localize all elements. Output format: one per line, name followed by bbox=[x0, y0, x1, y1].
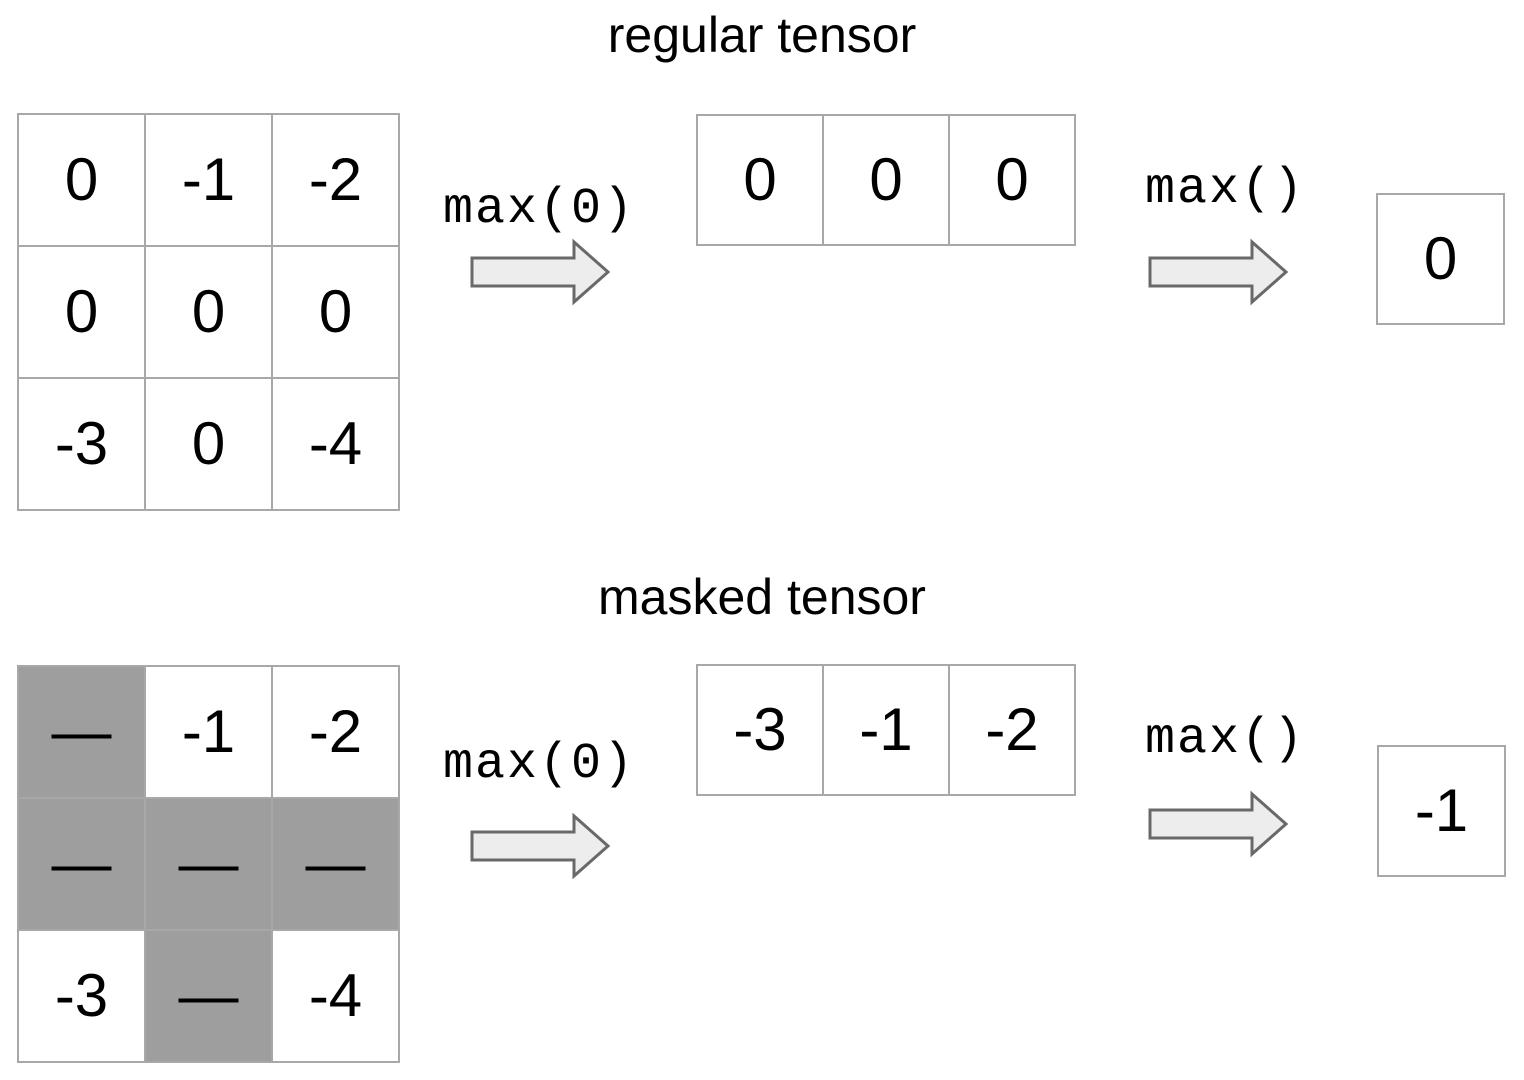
matrix-cell: 0 bbox=[146, 247, 271, 377]
row-cell: 0 bbox=[824, 116, 948, 244]
arrow-right-icon bbox=[1148, 790, 1289, 858]
row-cell: -3 bbox=[698, 666, 822, 794]
matrix-cell: 0 bbox=[146, 379, 271, 509]
matrix-cell: — bbox=[146, 799, 271, 929]
matrix-cell: -3 bbox=[19, 379, 144, 509]
matrix-cell: 0 bbox=[273, 247, 398, 377]
row-cell: -1 bbox=[824, 666, 948, 794]
section-title-regular: regular tensor bbox=[607, 7, 917, 63]
reduce-dim-op-label: max(0) bbox=[443, 181, 636, 238]
row-cell: 0 bbox=[950, 116, 1074, 244]
matrix-cell: -2 bbox=[273, 115, 398, 245]
matrix-cell: -1 bbox=[146, 115, 271, 245]
matrix-cell: -2 bbox=[273, 667, 398, 797]
row-cell: -2 bbox=[950, 666, 1074, 794]
matrix-cell: — bbox=[273, 799, 398, 929]
reduce-all-op-label: max() bbox=[1145, 161, 1306, 218]
section-title-masked: masked tensor bbox=[598, 569, 926, 625]
regular-result-cell: 0 bbox=[1376, 193, 1505, 325]
matrix-cell: — bbox=[19, 667, 144, 797]
matrix-cell: -4 bbox=[273, 379, 398, 509]
masked-reduced-row: -3 -1 -2 bbox=[696, 664, 1076, 796]
matrix-cell: -4 bbox=[273, 931, 398, 1061]
matrix-cell: 0 bbox=[19, 247, 144, 377]
matrix-cell: — bbox=[19, 799, 144, 929]
reduce-all-op-label: max() bbox=[1145, 711, 1306, 768]
arrow-right-icon bbox=[1148, 238, 1289, 306]
regular-reduced-row: 0 0 0 bbox=[696, 114, 1076, 246]
masked-matrix: — -1 -2 — — — -3 — -4 bbox=[17, 665, 400, 1063]
matrix-cell: -3 bbox=[19, 931, 144, 1061]
row-cell: 0 bbox=[698, 116, 822, 244]
matrix-cell: 0 bbox=[19, 115, 144, 245]
reduce-dim-op-label: max(0) bbox=[443, 736, 636, 793]
arrow-right-icon bbox=[470, 238, 611, 306]
masked-result-cell: -1 bbox=[1377, 745, 1506, 877]
matrix-cell: — bbox=[146, 931, 271, 1061]
matrix-cell: -1 bbox=[146, 667, 271, 797]
arrow-right-icon bbox=[470, 812, 611, 880]
regular-matrix: 0 -1 -2 0 0 0 -3 0 -4 bbox=[17, 113, 400, 511]
